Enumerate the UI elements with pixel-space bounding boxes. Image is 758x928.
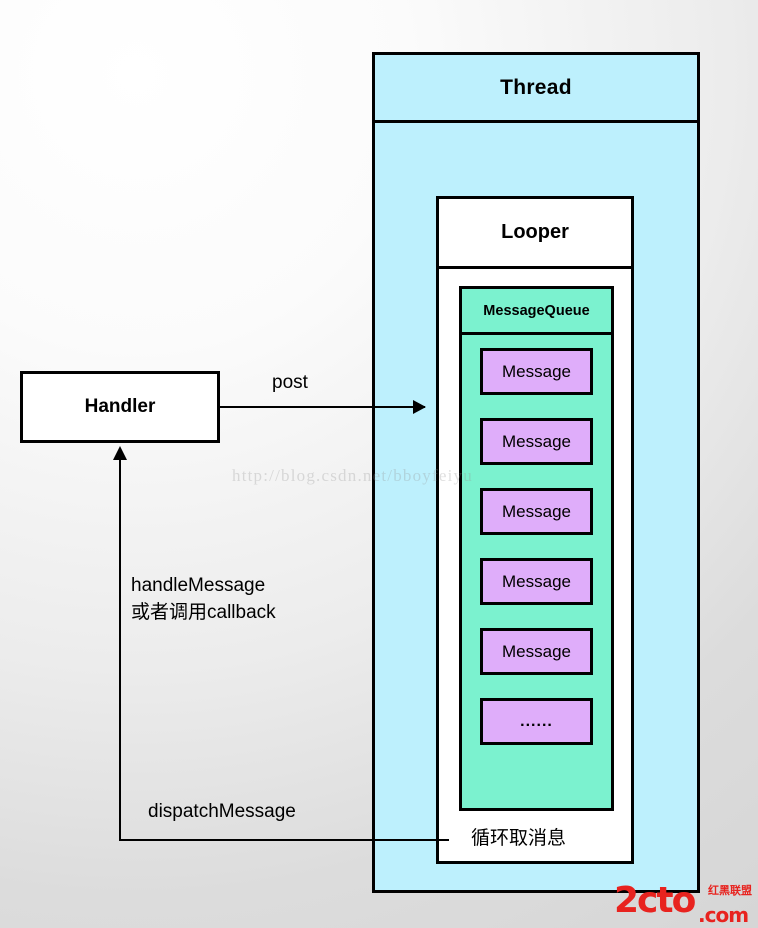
message-queue-container: MessageQueue Message Message Message Mes… — [459, 286, 614, 811]
message-item: Message — [480, 628, 593, 675]
loop-edge-label: 循环取消息 — [471, 828, 567, 849]
post-edge-label: post — [272, 372, 308, 393]
thread-container: Thread Looper MessageQueue Message Messa… — [372, 52, 700, 893]
post-edge-line — [220, 406, 425, 408]
dispatch-edge-vline — [119, 455, 121, 840]
handle-message-line1: handleMessage — [131, 575, 266, 596]
handle-message-line2: 或者调用callback — [131, 602, 276, 623]
logo-cn-text: 红黑联盟 — [708, 885, 752, 897]
message-item: Message — [480, 558, 593, 605]
message-item: Message — [480, 348, 593, 395]
message-item-ellipsis: ...... — [480, 698, 593, 745]
handle-message-label: handleMessage 或者调用callback — [131, 572, 276, 626]
message-item: Message — [480, 418, 593, 465]
thread-title: Thread — [375, 55, 697, 123]
dispatch-edge-hline — [119, 839, 449, 841]
dispatch-arrowhead-icon — [113, 446, 127, 460]
post-arrowhead-icon — [413, 400, 426, 414]
message-item: Message — [480, 488, 593, 535]
dispatch-message-label: dispatchMessage — [148, 801, 296, 822]
looper-title: Looper — [439, 199, 631, 269]
logo-com-text: .com — [698, 903, 749, 927]
message-queue-list: Message Message Message Message Message … — [462, 335, 611, 745]
handler-box: Handler — [20, 371, 220, 443]
looper-container: Looper MessageQueue Message Message Mess… — [436, 196, 634, 864]
message-queue-title: MessageQueue — [462, 289, 611, 335]
